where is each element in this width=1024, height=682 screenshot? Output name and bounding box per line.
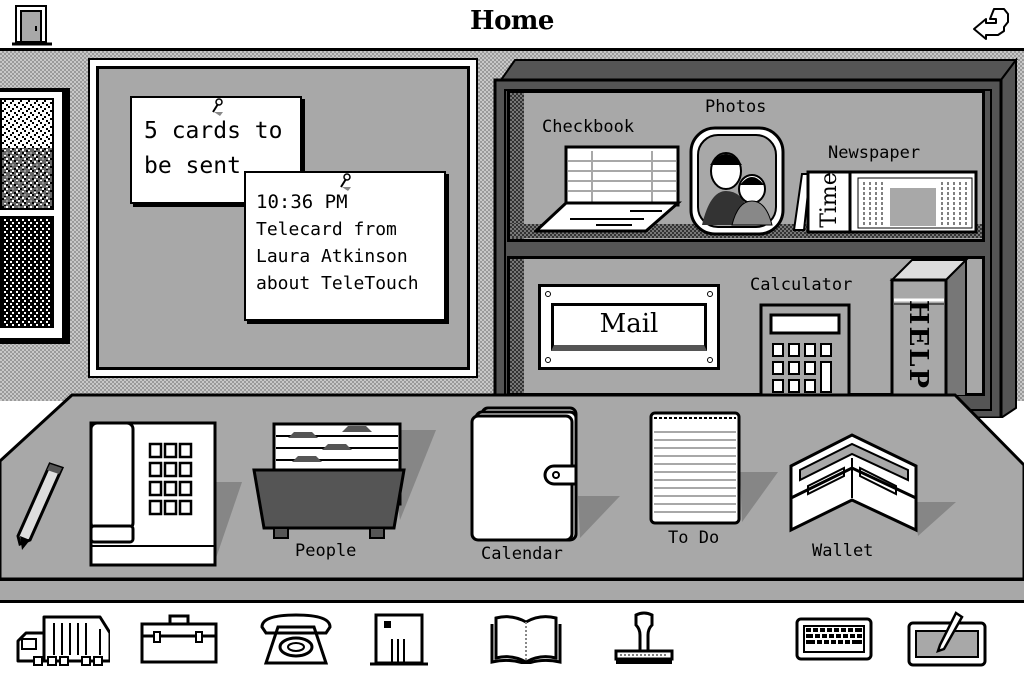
note-telecard[interactable]: 10:36 PM Telecard from Laura Atkinson ab… — [244, 171, 446, 321]
keyboard-icon[interactable] — [794, 606, 874, 672]
note-line: be sent — [144, 153, 241, 179]
telephone-icon[interactable] — [88, 420, 248, 570]
pushpin-icon — [210, 98, 224, 120]
calendar-label[interactable]: Calendar — [481, 544, 563, 564]
todo-label[interactable]: To Do — [668, 528, 720, 548]
newspaper-icon[interactable] — [792, 168, 978, 234]
note-line: about TeleTouch — [256, 273, 419, 294]
pushpin-icon — [338, 173, 352, 195]
calendar-binder-icon[interactable] — [470, 406, 620, 542]
rubber-stamp-icon[interactable] — [612, 606, 676, 672]
pen-tablet-icon[interactable] — [906, 606, 988, 672]
photos-label: Photos — [705, 97, 767, 117]
mail-slot-button[interactable]: Mail — [538, 284, 720, 370]
title-bar — [0, 0, 1024, 51]
card-file-icon[interactable] — [250, 420, 440, 540]
truck-icon[interactable] — [14, 606, 110, 672]
return-arrow-icon[interactable] — [970, 4, 1014, 46]
shelf-side — [510, 259, 524, 393]
wallet-icon[interactable] — [788, 432, 958, 540]
mail-label: Mail — [599, 309, 659, 339]
note-time: 10:36 PM — [256, 191, 348, 213]
checkbook-label: Checkbook — [542, 117, 635, 137]
help-book-label: HELP — [903, 299, 933, 391]
page-title: Home — [470, 6, 554, 36]
newspaper-masthead: Time — [817, 172, 842, 228]
notepad-icon[interactable] — [648, 410, 780, 526]
pencil-icon[interactable] — [14, 458, 68, 554]
newspaper-label: Newspaper — [828, 143, 921, 163]
calculator-icon[interactable] — [758, 302, 852, 407]
note-line: Telecard from — [256, 219, 397, 240]
rotary-phone-icon[interactable] — [258, 606, 334, 672]
note-line: Laura Atkinson — [256, 246, 408, 267]
door-icon[interactable] — [10, 4, 54, 46]
toolbox-icon[interactable] — [138, 606, 220, 672]
people-label[interactable]: People — [295, 541, 357, 561]
wallet-label[interactable]: Wallet — [812, 541, 874, 561]
checkbook-icon[interactable] — [532, 145, 684, 235]
photo-frame-icon[interactable] — [688, 125, 786, 237]
window-picture — [0, 88, 70, 344]
open-book-icon[interactable] — [488, 606, 564, 672]
note-line: 5 cards to — [144, 118, 283, 144]
shelf-side — [510, 93, 524, 239]
building-icon[interactable] — [368, 606, 430, 672]
calculator-label: Calculator — [750, 275, 853, 295]
